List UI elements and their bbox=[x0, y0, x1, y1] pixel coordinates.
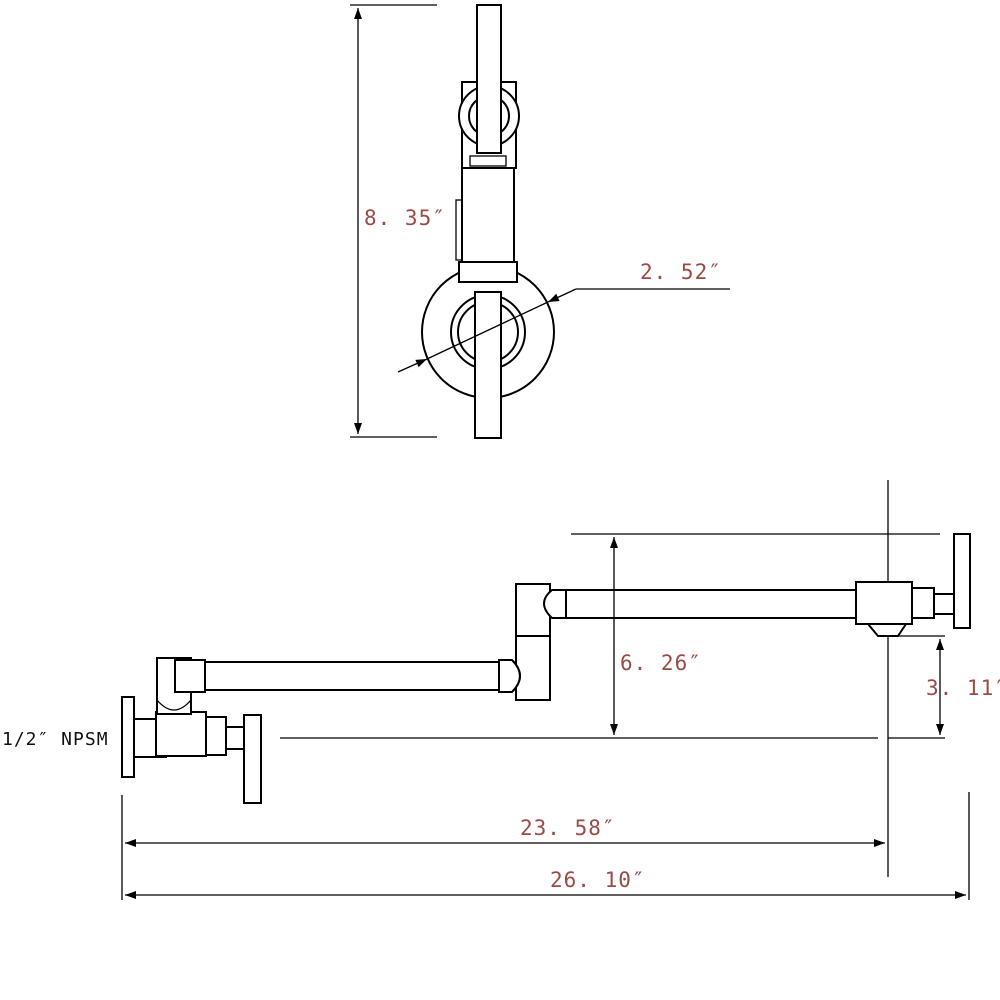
lower-handle bbox=[474, 291, 502, 439]
spout-handle bbox=[953, 533, 971, 629]
spout-body bbox=[855, 581, 913, 625]
flange-dimension-text: 2. 52″ bbox=[640, 260, 722, 284]
height-dimension-text: 8. 35″ bbox=[364, 206, 446, 230]
shutoff-handle bbox=[243, 714, 262, 804]
upper-handle bbox=[476, 4, 502, 154]
spout-height-dimension-text: 3. 11″ bbox=[926, 676, 1000, 700]
inlet-label: 1/2″ NPSM bbox=[2, 729, 109, 750]
total-length-dimension-text: 26. 10″ bbox=[550, 868, 646, 892]
lower-arm bbox=[204, 661, 500, 691]
rise-dimension-text: 6. 26″ bbox=[620, 651, 702, 675]
middle-joint-lower bbox=[515, 635, 551, 701]
middle-joint-upper bbox=[515, 583, 551, 637]
swivel-body bbox=[461, 165, 515, 271]
side-view: 1/2″ NPSM 6. 26″ 3. 11″ 23. 58″ 26. 10″ bbox=[2, 480, 1000, 900]
valve-body bbox=[155, 711, 207, 757]
flange-dimension-line bbox=[397, 358, 428, 373]
wall-flange-side bbox=[121, 696, 135, 778]
top-view: 8. 35″ 2. 52″ bbox=[350, 4, 730, 439]
reach-dimension-text: 23. 58″ bbox=[520, 816, 616, 840]
upper-arm bbox=[565, 589, 857, 619]
